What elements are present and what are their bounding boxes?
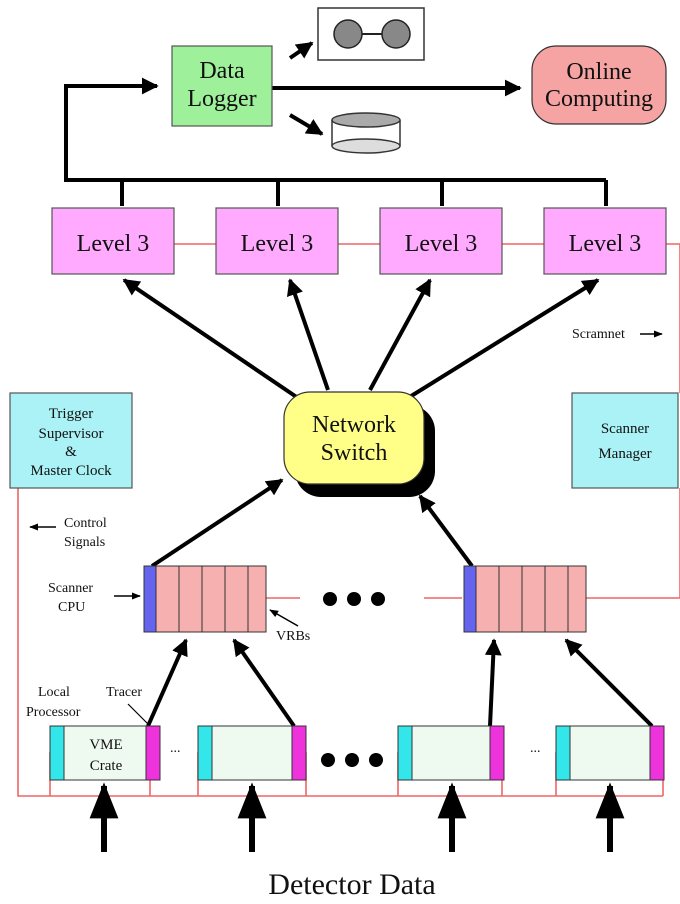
control-signals-label-1: Control bbox=[64, 516, 107, 531]
detector-arrows bbox=[89, 782, 625, 852]
network-switch: Network Switch bbox=[283, 391, 435, 497]
control-signals-label-2: Signals bbox=[64, 535, 105, 550]
disk-icon bbox=[331, 112, 401, 154]
level3-box-4: Level 3 bbox=[543, 207, 667, 275]
logger-arrows bbox=[272, 41, 522, 136]
scramnet-label: Scramnet bbox=[572, 327, 625, 342]
crate-ellipsis-right: ... bbox=[530, 741, 541, 756]
trigger-label-2: Supervisor bbox=[39, 426, 104, 442]
vme-crate-label-1: VME bbox=[89, 737, 122, 753]
scanner-manager-label-1: Scanner bbox=[601, 421, 649, 437]
level3-label-4: Level 3 bbox=[569, 231, 642, 257]
trigger-label-3: & bbox=[65, 444, 77, 460]
scanner-cpu-label-1: Scanner bbox=[48, 581, 93, 596]
scramnet-lines bbox=[174, 243, 680, 599]
tape-drive-icon bbox=[317, 7, 425, 61]
vrb-ellipsis-dots bbox=[323, 592, 385, 606]
network-switch-label-1: Network bbox=[312, 412, 396, 438]
level3-label-3: Level 3 bbox=[405, 231, 478, 257]
scanner-cpu-label-2: CPU bbox=[58, 600, 85, 615]
data-logger: Data Logger bbox=[171, 45, 273, 127]
tracer-pointer bbox=[127, 703, 149, 725]
vme-crate-1: VME Crate bbox=[49, 725, 161, 781]
vme-crate-3 bbox=[397, 725, 505, 781]
data-logger-label-2: Logger bbox=[187, 86, 256, 112]
scramnet-annotation: Scramnet bbox=[572, 327, 663, 342]
detector-data-label: Detector Data bbox=[268, 868, 435, 901]
network-switch-label-2: Switch bbox=[321, 440, 388, 466]
crate-to-vrb-arrows bbox=[146, 638, 654, 728]
online-computing-label-1: Online bbox=[566, 59, 631, 85]
tracer-label: Tracer bbox=[106, 685, 142, 700]
vrbs-label: VRBs bbox=[276, 629, 310, 644]
online-computing: Online Computing bbox=[531, 45, 667, 125]
switch-to-level3-arrows bbox=[122, 278, 600, 400]
level3-box-1: Level 3 bbox=[51, 207, 175, 275]
vme-crate-4 bbox=[555, 725, 665, 781]
level3-box-3: Level 3 bbox=[379, 207, 503, 275]
control-signals-annotation: Control Signals bbox=[29, 516, 107, 550]
level3-bus bbox=[64, 77, 608, 206]
online-computing-label-2: Computing bbox=[545, 86, 653, 112]
level3-box-2: Level 3 bbox=[215, 207, 339, 275]
vme-crate-label-2: Crate bbox=[90, 758, 123, 774]
local-processor-label-1: Local bbox=[38, 685, 70, 700]
vrb-rack-right bbox=[463, 565, 587, 633]
level3-label-1: Level 3 bbox=[77, 231, 150, 257]
crate-ellipsis-dots bbox=[321, 753, 383, 767]
scanner-manager-label-2: Manager bbox=[598, 446, 651, 462]
vrb-to-switch-arrows bbox=[150, 478, 474, 568]
trigger-label-1: Trigger bbox=[49, 406, 93, 422]
vrb-rack-left bbox=[143, 565, 267, 633]
local-processor-label-2: Processor bbox=[26, 705, 81, 720]
trigger-supervisor: Trigger Supervisor & Master Clock bbox=[9, 392, 133, 489]
crate-ellipsis-left: ... bbox=[170, 741, 181, 756]
data-logger-label-1: Data bbox=[199, 58, 245, 84]
trigger-label-4: Master Clock bbox=[30, 463, 112, 479]
vme-crate-2 bbox=[197, 725, 307, 781]
vrbs-annotation: VRBs bbox=[269, 609, 310, 644]
level3-label-2: Level 3 bbox=[241, 231, 314, 257]
scanner-manager: Scanner Manager bbox=[571, 392, 679, 489]
scanner-cpu-annotation: Scanner CPU bbox=[48, 581, 141, 615]
